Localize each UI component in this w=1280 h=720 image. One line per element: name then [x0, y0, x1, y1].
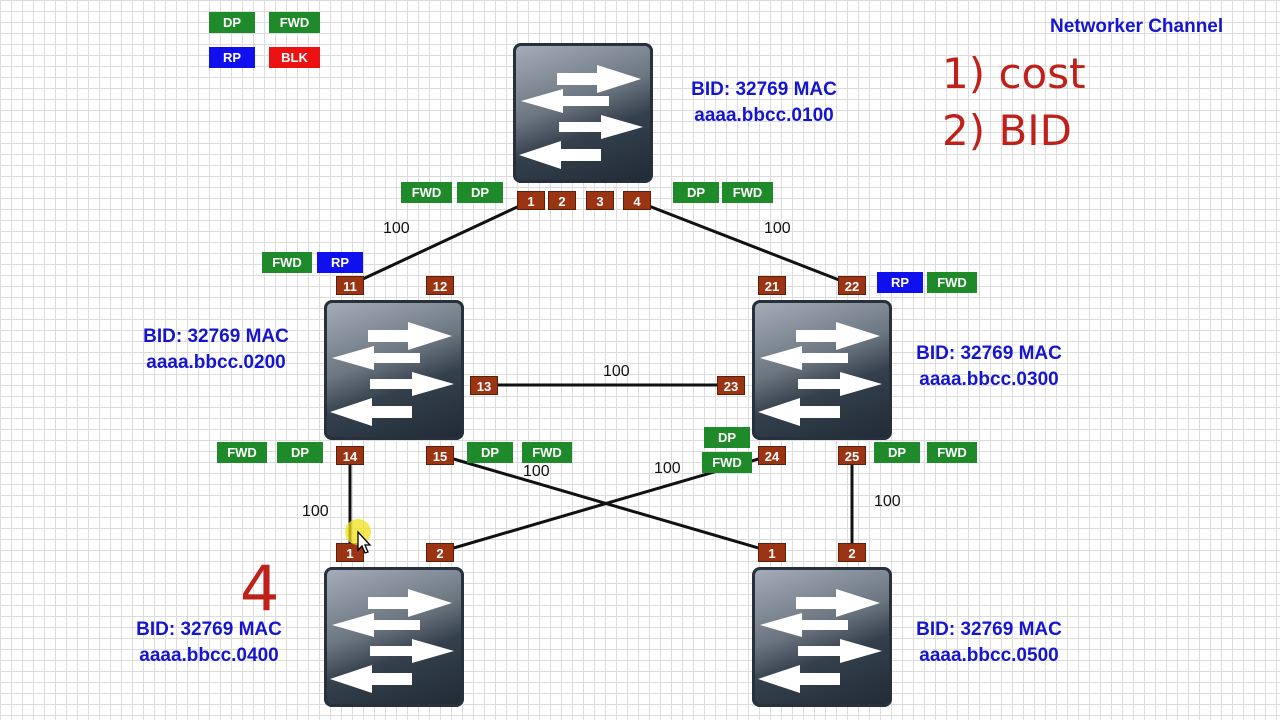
- link-sw1-sw3: [635, 199, 853, 287]
- sw1-p1-role-tag: DP: [457, 182, 503, 203]
- sw4-port-2[interactable]: 2: [426, 543, 454, 562]
- switch-4-icon[interactable]: [324, 567, 464, 707]
- sw2-p14-state-tag: FWD: [217, 442, 267, 463]
- switch-4-bid: BID: 32769 MAC: [136, 619, 282, 640]
- sw3-port-23[interactable]: 23: [717, 376, 745, 395]
- switch-2-bid: BID: 32769 MAC: [143, 326, 289, 347]
- sw3-p24-state-tag: FWD: [702, 452, 752, 473]
- switch-3-icon[interactable]: [752, 300, 892, 440]
- switch-5-mac: aaaa.bbcc.0500: [919, 645, 1059, 666]
- switch-2-bid-label: BID: 32769 MAC aaaa.bbcc.0200: [124, 324, 308, 376]
- mouse-pointer-icon: [345, 519, 372, 554]
- cost-sw1-sw2: 100: [383, 220, 410, 237]
- switch-4-mac: aaaa.bbcc.0400: [139, 645, 279, 666]
- switch-5-bid: BID: 32769 MAC: [916, 619, 1062, 640]
- switch-1-bid-label: BID: 32769 MAC aaaa.bbcc.0100: [672, 77, 856, 129]
- sw2-p11-role-tag: RP: [317, 252, 363, 273]
- cost-sw3-sw5: 100: [874, 493, 901, 510]
- cost-sw3-sw4: 100: [654, 460, 681, 477]
- switch-3-mac: aaaa.bbcc.0300: [919, 369, 1059, 390]
- sw3-port-25[interactable]: 25: [838, 446, 866, 465]
- sw2-p11-state-tag: FWD: [262, 252, 312, 273]
- sw5-port-1[interactable]: 1: [758, 543, 786, 562]
- sw3-port-22[interactable]: 22: [838, 276, 866, 295]
- sw1-port-1[interactable]: 1: [517, 191, 545, 210]
- sw2-p15-role-tag: DP: [467, 442, 513, 463]
- sw1-port-4[interactable]: 4: [623, 191, 651, 210]
- sw2-port-11[interactable]: 11: [336, 276, 364, 295]
- sw3-p22-role-tag: RP: [877, 272, 923, 293]
- switch-3-bid-label: BID: 32769 MAC aaaa.bbcc.0300: [897, 341, 1081, 393]
- annotation-four: 4: [240, 552, 279, 622]
- sw1-p4-state-tag: FWD: [722, 182, 773, 203]
- switch-5-icon[interactable]: [752, 567, 892, 707]
- sw1-p4-role-tag: DP: [673, 182, 719, 203]
- sw3-p25-role-tag: DP: [874, 442, 920, 463]
- switch-2-mac: aaaa.bbcc.0200: [146, 352, 286, 373]
- channel-title: Networker Channel: [1050, 16, 1224, 37]
- svg-text:4: 4: [240, 552, 279, 622]
- sw4-port-1[interactable]: 1: [336, 543, 364, 562]
- switch-3-bid: BID: 32769 MAC: [916, 343, 1062, 364]
- legend-blk: BLK: [269, 47, 320, 68]
- switch-2-icon[interactable]: [324, 300, 464, 440]
- cost-sw1-sw3: 100: [764, 220, 791, 237]
- switch-5-bid-label: BID: 32769 MAC aaaa.bbcc.0500: [897, 617, 1081, 669]
- sw3-port-24[interactable]: 24: [758, 446, 786, 465]
- cost-sw2-sw4: 100: [302, 503, 329, 520]
- sw1-port-3[interactable]: 3: [586, 191, 614, 210]
- legend-dp: DP: [209, 12, 255, 33]
- sw3-port-21[interactable]: 21: [758, 276, 786, 295]
- legend-fwd: FWD: [269, 12, 320, 33]
- switch-1-bid: BID: 32769 MAC: [691, 79, 837, 100]
- sw3-p24-role-tag: DP: [704, 427, 750, 448]
- switch-1-mac: aaaa.bbcc.0100: [694, 105, 834, 126]
- sw2-p15-state-tag: FWD: [522, 442, 572, 463]
- sw2-port-13[interactable]: 13: [470, 376, 498, 395]
- sw2-p14-role-tag: DP: [277, 442, 323, 463]
- sw5-port-2[interactable]: 2: [838, 543, 866, 562]
- sw3-p22-state-tag: FWD: [927, 272, 977, 293]
- sw1-port-2[interactable]: 2: [548, 191, 576, 210]
- handwritten-notes: 1) cost 2) BID: [942, 49, 1086, 155]
- note-cost: 1) cost: [942, 49, 1086, 98]
- cost-sw2-sw3: 100: [603, 363, 630, 380]
- note-bid: 2) BID: [942, 106, 1072, 155]
- cost-sw2-sw5: 100: [523, 463, 550, 480]
- switch-1-icon[interactable]: [513, 43, 653, 183]
- sw2-port-12[interactable]: 12: [426, 276, 454, 295]
- sw3-p25-state-tag: FWD: [927, 442, 977, 463]
- switch-4-bid-label: BID: 32769 MAC aaaa.bbcc.0400: [117, 617, 301, 669]
- sw2-port-15[interactable]: 15: [426, 446, 454, 465]
- sw1-p1-state-tag: FWD: [401, 182, 452, 203]
- link-sw1-sw2: [349, 199, 531, 287]
- legend-rp: RP: [209, 47, 255, 68]
- sw2-port-14[interactable]: 14: [336, 446, 364, 465]
